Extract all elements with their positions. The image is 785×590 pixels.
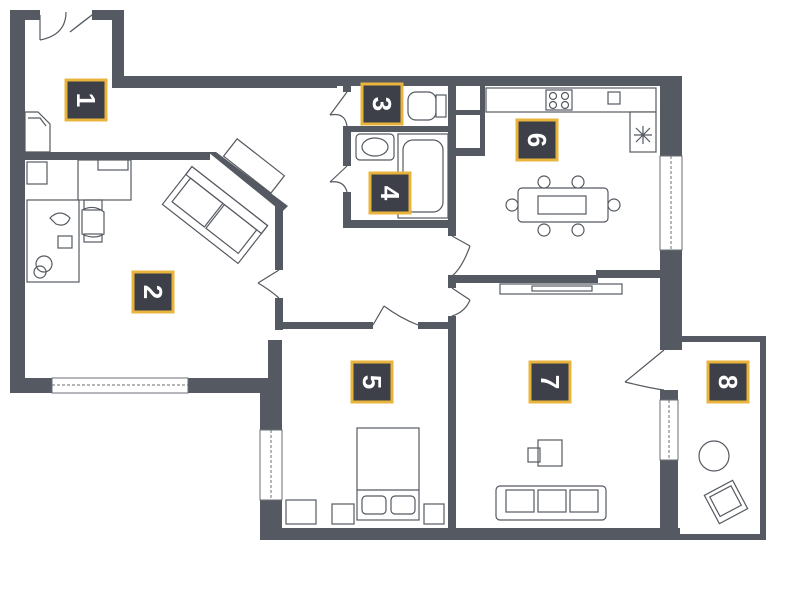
doors bbox=[39, 11, 665, 391]
room-number: 8 bbox=[713, 375, 743, 389]
room-label-2: 2 bbox=[131, 270, 175, 314]
room-label-box bbox=[360, 82, 404, 126]
windows bbox=[51, 155, 683, 501]
walls bbox=[10, 10, 766, 540]
room-label-4: 4 bbox=[368, 171, 412, 215]
room-label-box bbox=[64, 78, 108, 122]
room-number: 6 bbox=[522, 133, 552, 147]
hallway-furniture bbox=[24, 111, 51, 153]
room-label-box bbox=[528, 360, 572, 404]
kitchen-furniture bbox=[485, 87, 657, 237]
room-number: 4 bbox=[375, 186, 405, 201]
room-label-box bbox=[706, 360, 750, 404]
room-number: 1 bbox=[71, 93, 101, 107]
room-label-5: 5 bbox=[350, 360, 394, 404]
room-label-box bbox=[131, 270, 175, 314]
room-7-furniture bbox=[495, 283, 623, 521]
room-number: 7 bbox=[535, 375, 565, 389]
bedroom-furniture bbox=[285, 427, 445, 525]
room-number: 2 bbox=[138, 285, 168, 299]
room-label-box bbox=[350, 360, 394, 404]
room-label-1: 1 bbox=[64, 78, 108, 122]
room-label-8: 8 bbox=[706, 360, 750, 404]
room-label-box bbox=[515, 118, 559, 162]
room-number: 5 bbox=[357, 375, 387, 389]
living-room-furniture bbox=[26, 138, 286, 283]
room-label-box bbox=[368, 171, 412, 215]
balcony-furniture bbox=[698, 440, 749, 525]
room-label-7: 7 bbox=[528, 360, 572, 404]
room-label-6: 6 bbox=[515, 118, 559, 162]
room-labels: 1 2 3 4 5 6 7 8 bbox=[64, 78, 750, 404]
room-label-3: 3 bbox=[360, 82, 404, 126]
room-number: 3 bbox=[367, 97, 397, 111]
